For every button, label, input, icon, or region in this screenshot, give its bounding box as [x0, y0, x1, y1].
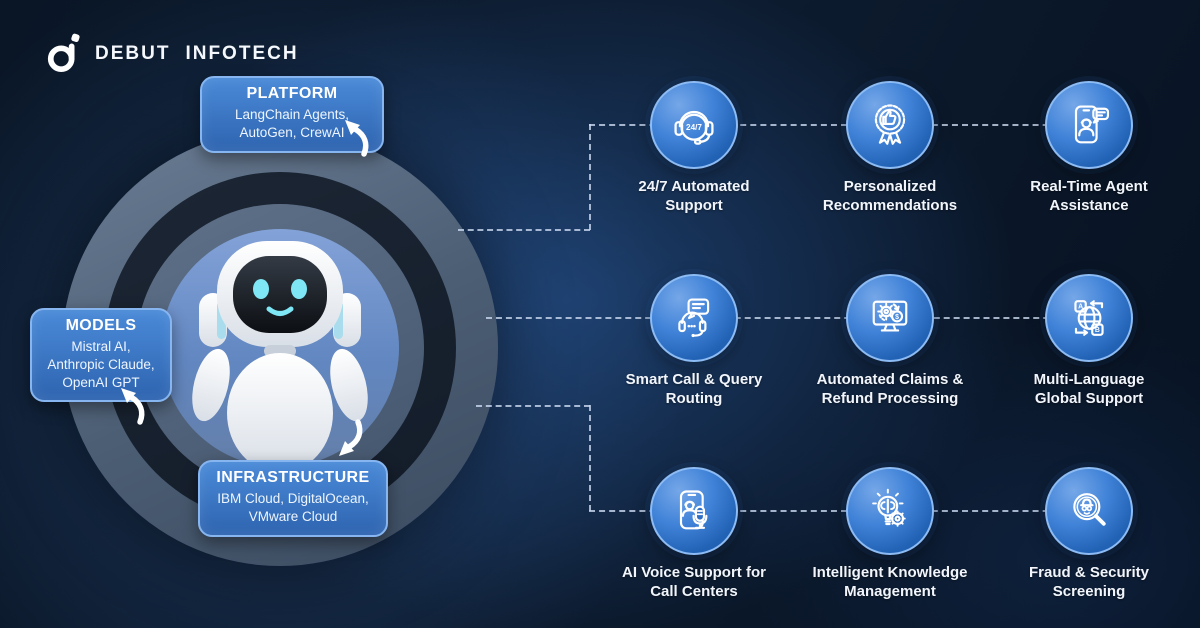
brand-name: DEBUT INFOTECH: [95, 43, 299, 65]
badge-247-text: 24/7: [686, 123, 702, 132]
connector-dashed-line: [589, 124, 591, 230]
callout-title: INFRASTRUCTURE: [216, 469, 370, 486]
feature-label: Automated Claims & Refund Processing: [816, 371, 964, 407]
phone-agent-chat-icon: [1074, 105, 1110, 144]
language-b-text: B: [1095, 327, 1100, 334]
language-a-text: A: [1078, 304, 1083, 311]
dollar-text: $: [895, 314, 899, 321]
brand-logo: DEBUT INFOTECH: [46, 32, 299, 76]
feature-label: Personalized Recommendations: [822, 178, 958, 214]
feature-item: $ Automated Claims & Refund Processing: [790, 274, 990, 409]
feature-icon-circle: [846, 467, 934, 555]
badge-thumbs-up-icon: [874, 104, 906, 145]
curved-arrow-icon: [121, 388, 145, 425]
connector-dashed-line: [486, 317, 1089, 319]
feature-label: Real-Time Agent Assistance: [1030, 178, 1148, 214]
connector-dashed-line: [458, 229, 590, 231]
feature-icon-circle: [1045, 81, 1133, 169]
globe-translate-icon: A B: [1074, 300, 1104, 336]
connector-dashed-line: [589, 124, 1089, 126]
bulb-gear-icon: [872, 488, 906, 527]
magnifier-fraud-icon: [1073, 493, 1106, 526]
headset-24-7-icon: 24/7: [674, 110, 714, 145]
ai-robot-illustration: [192, 241, 368, 467]
curved-arrow-icon: [345, 120, 369, 157]
feature-label: 24/7 Automated Support: [638, 178, 750, 214]
feature-item: Real-Time Agent Assistance: [989, 81, 1189, 216]
feature-icon-circle: $: [846, 274, 934, 362]
feature-item: Personalized Recommendations: [790, 81, 990, 216]
feature-item: A B Multi-Language Global Support: [989, 274, 1189, 409]
callout-title: PLATFORM: [246, 85, 338, 102]
feature-icon-circle: [650, 274, 738, 362]
feature-label: Smart Call & Query Routing: [625, 371, 763, 407]
feature-label: Intelligent Knowledge Management: [812, 564, 968, 600]
feature-item: Smart Call & Query Routing: [594, 274, 794, 409]
connector-dashed-line: [589, 405, 591, 511]
connector-dashed-line: [589, 510, 1089, 512]
feature-label: Fraud & Security Screening: [1028, 564, 1150, 600]
monitor-claims-icon: $: [872, 300, 908, 332]
feature-label: Multi-Language Global Support: [1033, 371, 1145, 407]
feature-icon-circle: [650, 467, 738, 555]
callout-infrastructure: INFRASTRUCTURE IBM Cloud, DigitalOcean, …: [198, 460, 388, 537]
callout-platform: PLATFORM LangChain Agents, AutoGen, Crew…: [200, 76, 384, 153]
headset-query-icon: [678, 298, 710, 338]
brand-name-primary: DEBUT: [95, 43, 171, 64]
feature-item: Intelligent Knowledge Management: [790, 467, 990, 602]
feature-icon-circle: 24/7: [650, 81, 738, 169]
feature-item: AI Voice Support for Call Centers: [594, 467, 794, 602]
phone-voice-mic-icon: [679, 490, 708, 530]
hub-center-circle: [161, 229, 399, 467]
connector-dashed-line: [476, 405, 590, 407]
feature-item: Fraud & Security Screening: [989, 467, 1189, 602]
brand-name-secondary: INFOTECH: [185, 43, 299, 64]
feature-label: AI Voice Support for Call Centers: [622, 564, 766, 600]
feature-item: 24/7 24/7 Automated Support: [594, 81, 794, 216]
feature-icon-circle: A B: [1045, 274, 1133, 362]
debut-infotech-logo-icon: [47, 33, 80, 73]
callout-models: MODELS Mistral AI, Anthropic Claude, Ope…: [30, 308, 172, 403]
feature-icon-circle: [846, 81, 934, 169]
feature-icon-circle: [1045, 467, 1133, 555]
callout-title: MODELS: [65, 317, 137, 334]
curved-arrow-icon: [339, 419, 363, 456]
